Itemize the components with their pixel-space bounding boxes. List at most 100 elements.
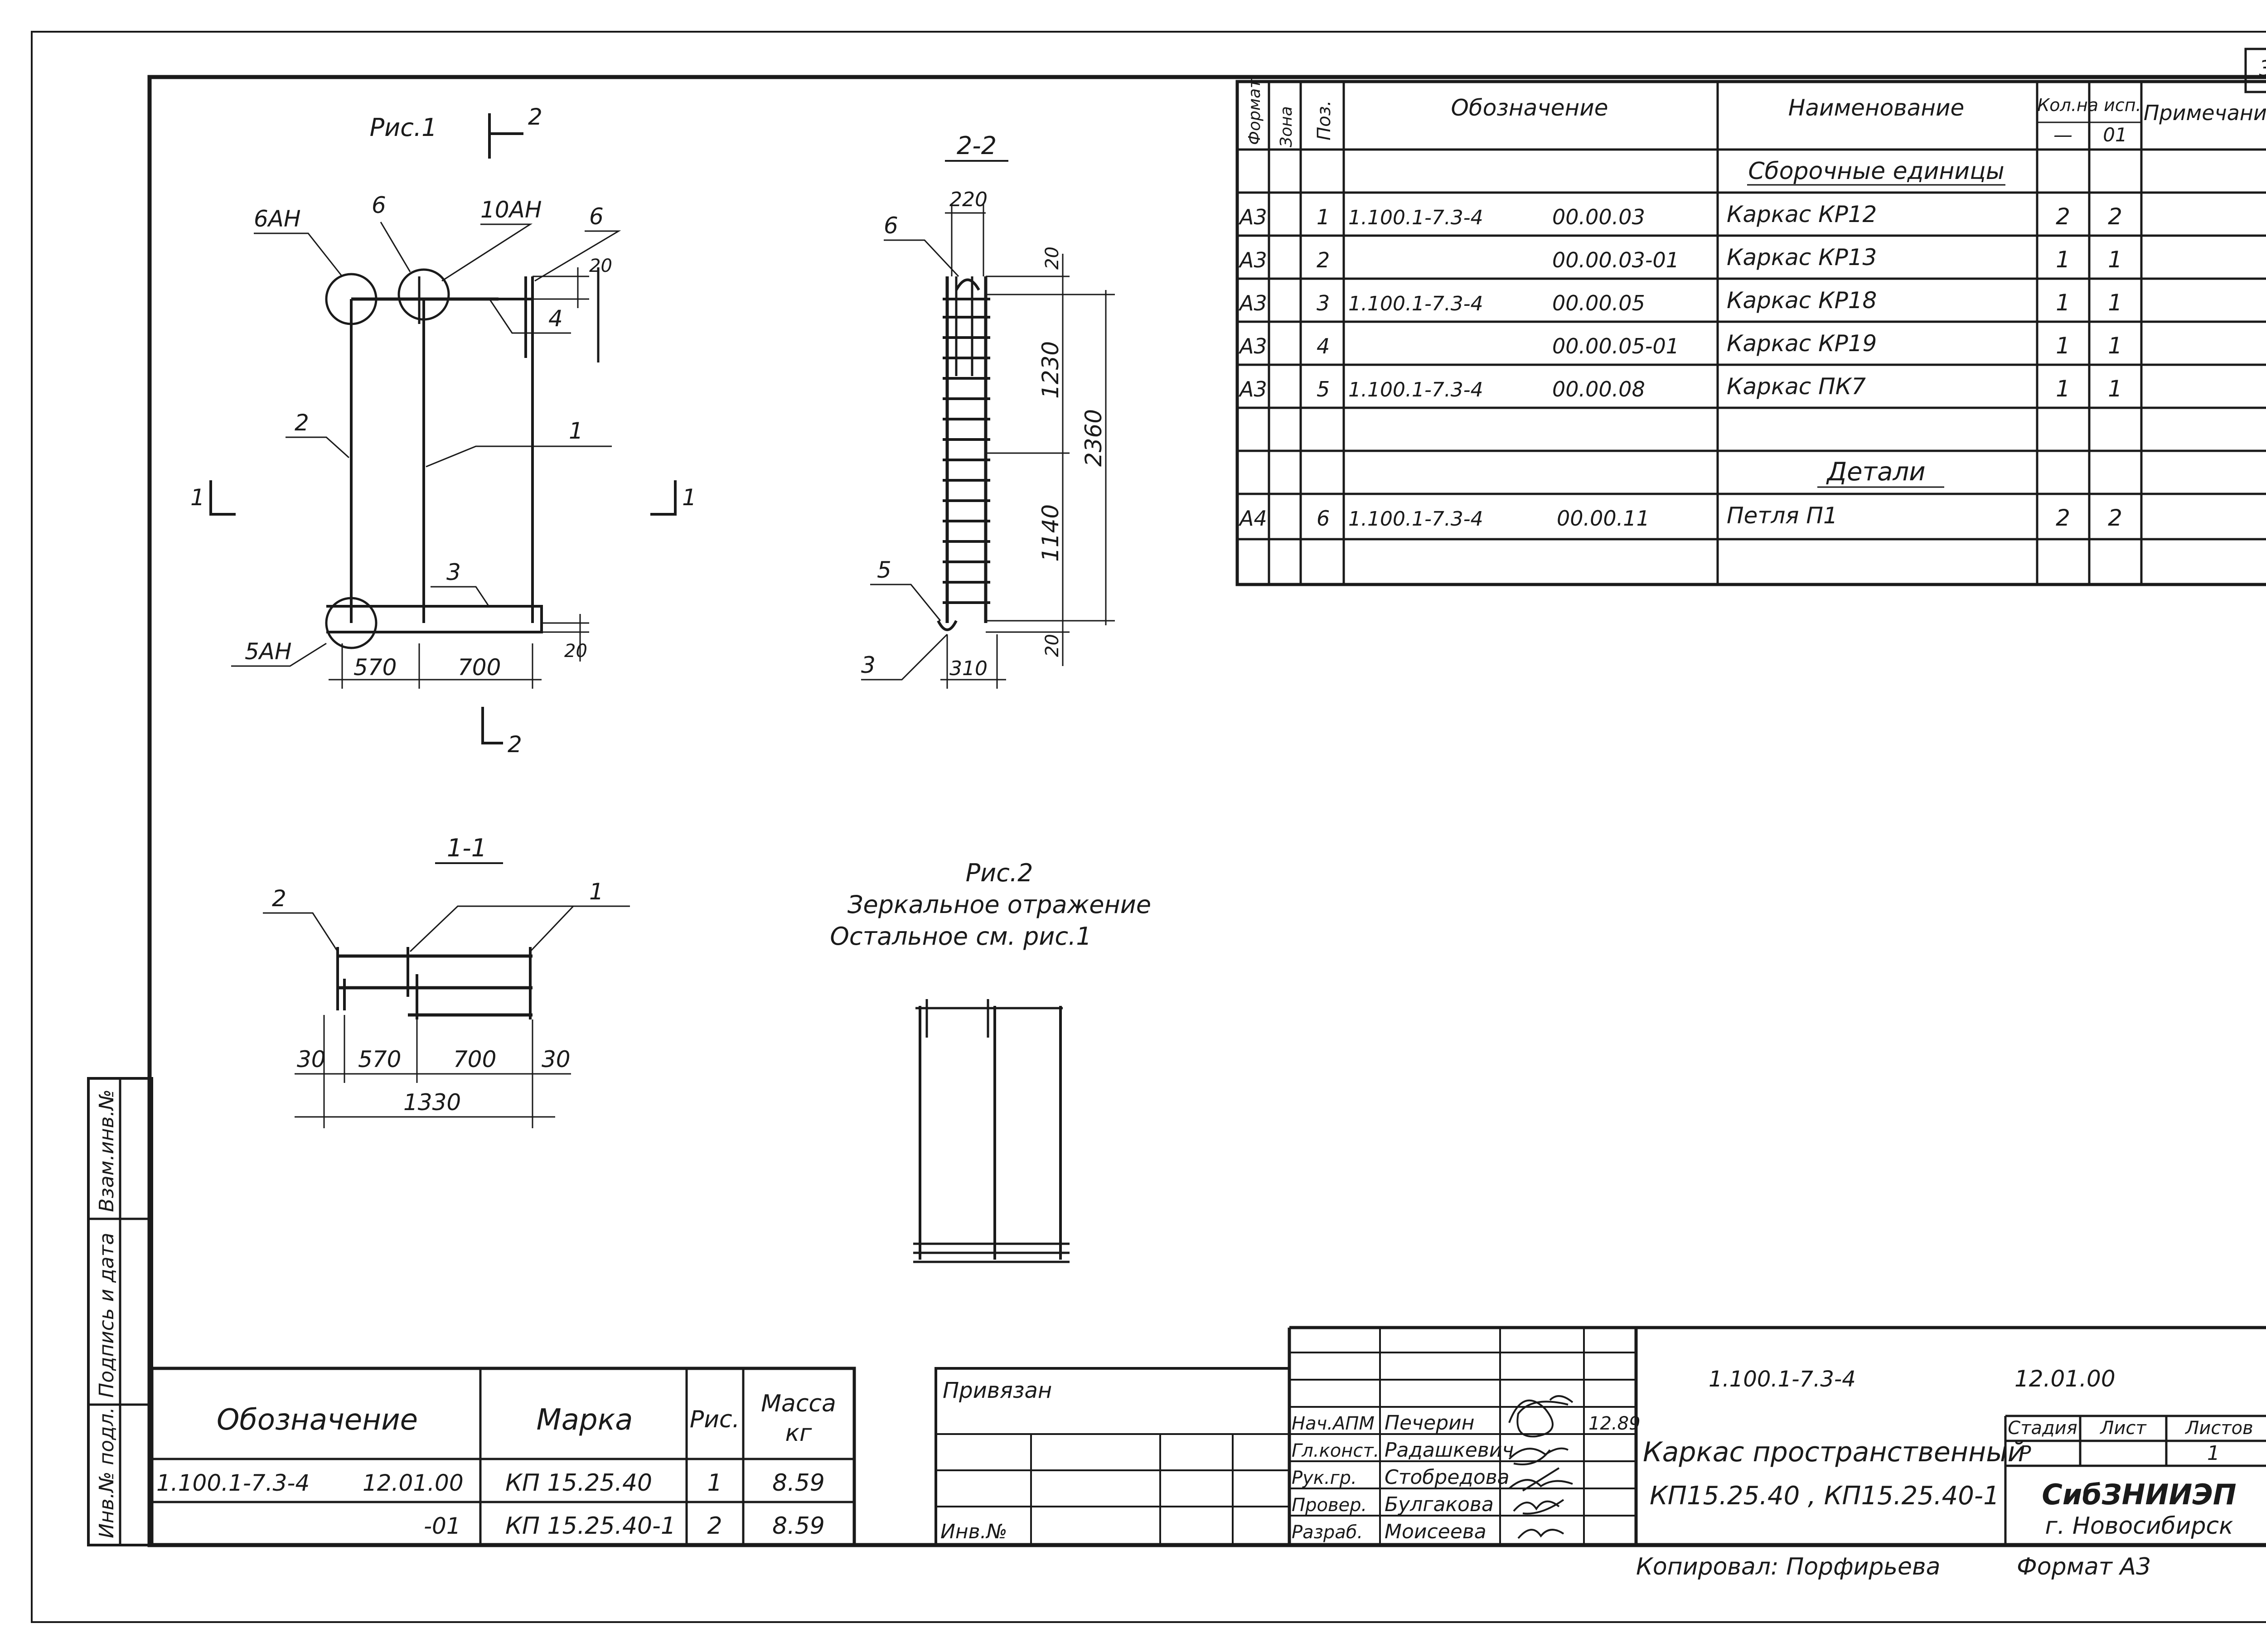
title-role: Разраб.: [1292, 1522, 1363, 1543]
figure-1: Рис.1 2 6АН 6 10АН 6 4 2 1 3 5АН 1: [190, 104, 697, 758]
dim-220: 220: [949, 188, 988, 211]
title-block: 1.100.1-7.3-4 12.01.00 Нач.АПМ Печерин Г…: [1288, 1326, 2266, 1580]
title-stage-label: Стадия: [2008, 1418, 2077, 1439]
spec-cell-name: Каркас КР18: [1727, 287, 1877, 314]
leader-22-5: [870, 584, 941, 621]
section-mark-right-label: 1: [682, 484, 697, 511]
title-sheet-label: Лист: [2099, 1418, 2147, 1439]
side-stamp-sign: Подпись и дата: [95, 1233, 118, 1398]
section-mark-bottom-label: 2: [508, 731, 522, 758]
dim-11-570: 570: [358, 1046, 401, 1072]
spec-cell-q1: 1: [2056, 290, 2070, 316]
dim-ext-lines: [986, 275, 1115, 633]
section22-inner: [955, 276, 973, 376]
leader-5ah: [231, 642, 327, 667]
section-mark-left: [209, 480, 236, 516]
leader-6a: [380, 222, 411, 272]
spec-cell-format: А3: [1238, 291, 1267, 315]
spec-row: А3 4 00.00.05-01 Каркас КР19 1 1: [1238, 330, 2122, 359]
dim-700: 700: [458, 654, 501, 681]
marks-cell-mass: 8.59: [772, 1469, 825, 1497]
spec-cell-q1: 1: [2056, 246, 2070, 273]
spec-cell-q2: 2: [2108, 505, 2122, 531]
spec-header-zone: Зона: [1277, 106, 1296, 147]
spec-cell-code: 00.00.11: [1557, 506, 1650, 531]
dim-310: 310: [949, 657, 988, 680]
title-object-line1: Каркас пространственный: [1643, 1436, 2025, 1468]
dim-2360: 2360: [1080, 409, 1107, 467]
title-date-mark: 12.89: [1588, 1413, 1641, 1434]
title-role-row: Гл.конст. Радашкевич: [1292, 1439, 1514, 1462]
circle-5ah: [325, 597, 378, 649]
handwritten-signatures: [1508, 1395, 1574, 1539]
marks-header-fig: Рис.: [690, 1406, 740, 1433]
spec-row: А3 5 1.100.1-7.3-4 00.00.08 Каркас ПК7 1…: [1238, 373, 2122, 402]
leader-4: [489, 299, 571, 334]
loop-top: [955, 278, 980, 291]
side-stamp-replace: Взам.инв.№: [95, 1089, 118, 1212]
leader-10ah: [441, 223, 533, 282]
spec-cell-name: Петля П1: [1727, 502, 1838, 529]
title-stage: Р: [2019, 1442, 2031, 1465]
dim-20-bottom: 20: [1042, 634, 1063, 657]
spec-cell-code: 00.00.03-01: [1552, 248, 1679, 272]
spec-cell-pos: 2: [1317, 248, 1330, 272]
leader-6b: [534, 230, 621, 282]
label-11-1: 1: [589, 879, 604, 905]
label-11-2: 2: [272, 885, 286, 912]
section11-title: 1-1: [447, 834, 487, 862]
dim-20-top: 20: [1042, 246, 1063, 270]
marks-row: -01 КП 15.25.40-1 2 8.59: [424, 1512, 825, 1540]
spec-header-pos: Поз.: [1314, 100, 1335, 140]
section-mark-left-label: 1: [190, 484, 205, 511]
spec-cell-code: 00.00.05-01: [1552, 334, 1679, 358]
title-role-name: Булгакова: [1385, 1493, 1494, 1516]
label-5ah: 5АН: [245, 638, 292, 665]
dim-top-20-text: 20: [589, 256, 612, 276]
label-6b: 6: [589, 203, 604, 230]
spec-row: А4 6 1.100.1-7.3-4 00.00.11 Петля П1 2 2: [1238, 502, 2122, 531]
leader-22-6: [884, 239, 959, 277]
privyazan-grid: [936, 1433, 1289, 1545]
fig2-verticals: [919, 1006, 1062, 1260]
spec-cell-doc: 1.100.1-7.3-4: [1348, 206, 1483, 229]
dim-220-line: [945, 204, 986, 276]
dim-11-30a: 30: [297, 1046, 326, 1072]
spec-cell-name: Каркас КР12: [1727, 201, 1877, 227]
spec-cell-q2: 1: [2108, 290, 2122, 316]
side-stamp-grid: [88, 1078, 152, 1545]
dim-bottom-20-text: 20: [564, 641, 587, 662]
title-role-row: Разраб. Моисеева: [1292, 1520, 1486, 1543]
frame: 34: [31, 31, 2266, 1623]
dim-1230: 1230: [1037, 341, 1064, 399]
title-role-row: Провер. Булгакова: [1292, 1493, 1494, 1516]
section-1-1: 1-1 2 1 30 570 700 30 1330: [263, 834, 630, 1128]
label-22-3: 3: [861, 652, 876, 678]
spec-cell-pos: 1: [1317, 205, 1330, 229]
section11-bars: [338, 954, 533, 1017]
label-22-6: 6: [884, 213, 898, 239]
spec-cell-q2: 1: [2108, 333, 2122, 359]
fig2-bottom: [913, 1242, 1070, 1263]
label-10ah: 10АН: [480, 197, 542, 223]
leader-22-3: [861, 633, 948, 681]
fig2-line1: Зеркальное отражение: [847, 890, 1151, 919]
title-doc-date: 12.01.00: [2014, 1366, 2116, 1392]
label-6a: 6: [372, 192, 386, 218]
spec-cell-doc: 1.100.1-7.3-4: [1348, 507, 1483, 531]
spec-row: А3 1 1.100.1-7.3-4 00.00.03 Каркас КР12 …: [1238, 201, 2122, 230]
privyazan-inv: Инв.№: [940, 1520, 1007, 1543]
marks-cell-mark: КП 15.25.40-1: [505, 1512, 676, 1540]
spec-cell-format: А3: [1238, 205, 1267, 229]
leader-3: [431, 586, 490, 608]
title-block-outline: [1288, 1326, 2266, 1545]
spec-cell-format: А4: [1238, 506, 1267, 531]
spec-cell-name: Каркас ПК7: [1727, 373, 1866, 400]
marks-cell-code: -01: [424, 1513, 461, 1539]
label-4: 4: [548, 305, 563, 332]
spec-cell-q1: 2: [2056, 203, 2070, 230]
dim-1140: 1140: [1037, 504, 1064, 562]
bottom-bar: [326, 605, 543, 633]
dim-11-30b: 30: [542, 1046, 571, 1072]
